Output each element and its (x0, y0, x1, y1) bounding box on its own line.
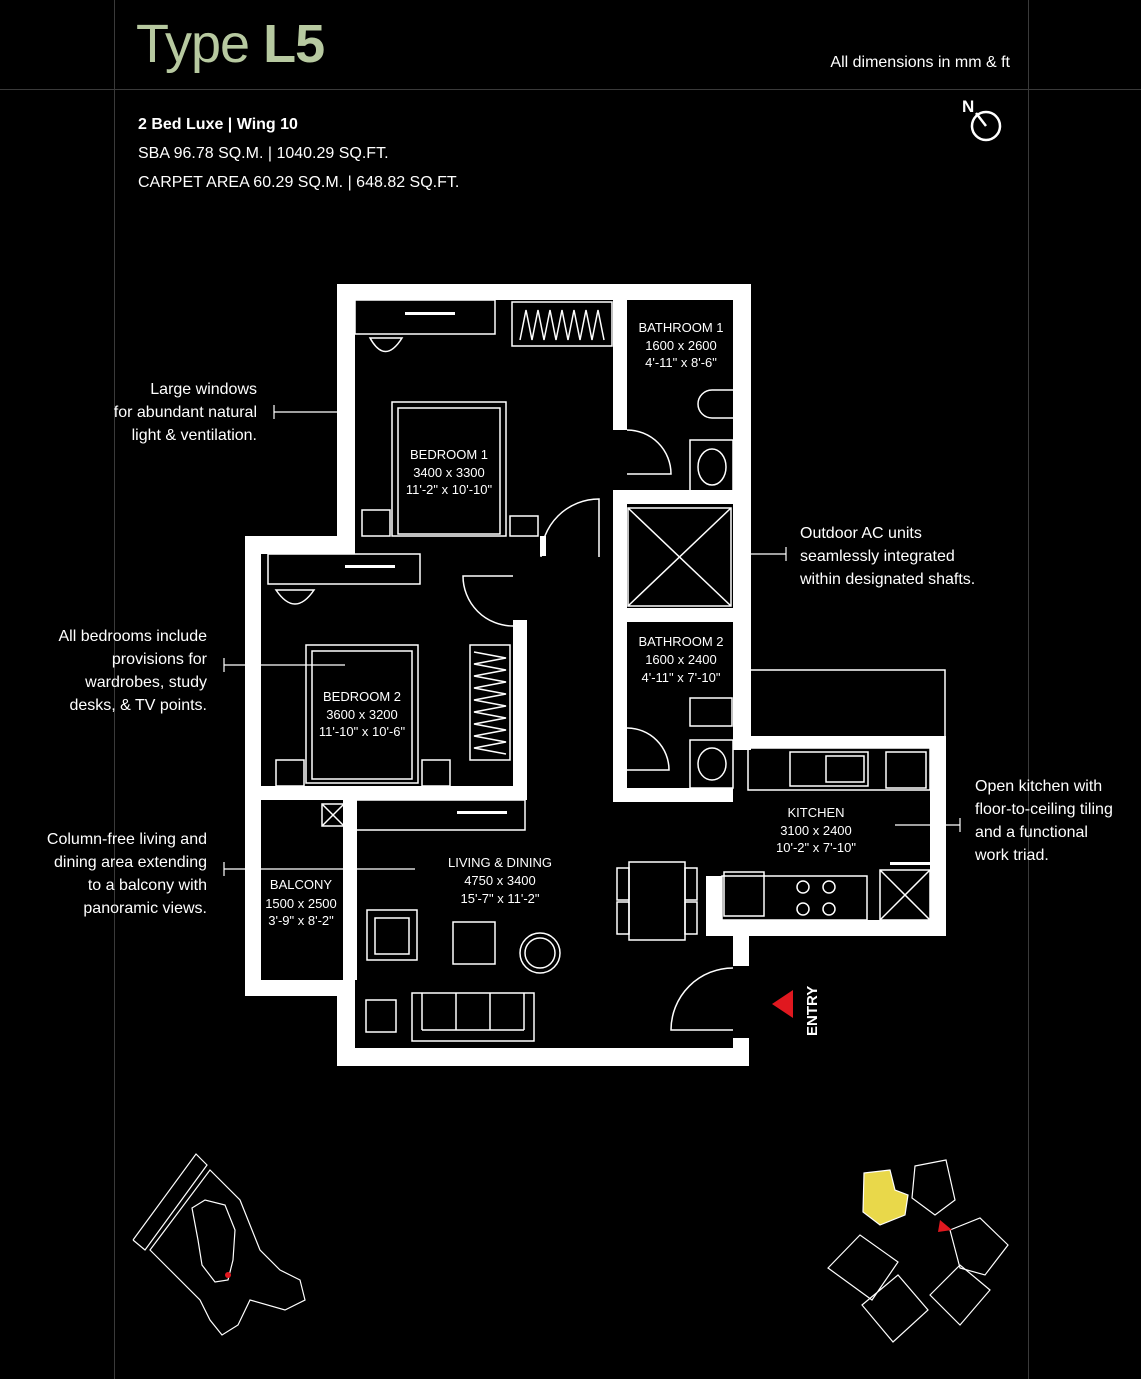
guide-line-left (114, 0, 115, 1379)
entry-arrow-icon (772, 990, 793, 1018)
kitchen-mm: 3100 x 2400 (780, 823, 852, 838)
living-name: LIVING & DINING (448, 855, 552, 870)
bathroom1-fixtures (626, 389, 735, 493)
dimensions-note: All dimensions in mm & ft (830, 54, 1010, 71)
header-divider (0, 89, 1141, 90)
unit-config: 2 Bed Luxe | Wing 10 (138, 116, 298, 133)
svg-text:N: N (962, 97, 974, 116)
wall-ticks (345, 312, 930, 865)
bedroom2-name: BEDROOM 2 (323, 689, 401, 704)
site-plan-icon (132, 1153, 306, 1336)
key-plan-icon (827, 1159, 1009, 1343)
entry-label: ENTRY (804, 986, 821, 1036)
page-title: Type L5 (136, 14, 325, 74)
living-mm: 4750 x 3400 (464, 873, 536, 888)
bedroom1-furniture (354, 299, 613, 558)
kitchen-fixtures (721, 747, 931, 921)
bedroom1-ft: 11'-2" x 10'-10" (406, 482, 493, 497)
bathroom2-ft: 4'-11" x 7'-10" (642, 670, 721, 685)
unit-info: 2 Bed Luxe | Wing 10 SBA 96.78 SQ.M. | 1… (138, 110, 459, 197)
leader-lines (223, 405, 961, 876)
balcony-mm: 1500 x 2500 (265, 896, 337, 911)
guide-line-right (1028, 0, 1029, 1379)
balcony-ft: 3'-9" x 8'-2" (268, 913, 334, 928)
living-ft: 15'-7" x 11'-2" (461, 891, 540, 906)
bathroom2-name: BATHROOM 2 (639, 634, 724, 649)
bathroom2-fixtures (626, 697, 734, 789)
bedroom2-furniture (267, 553, 514, 787)
bedroom1-name: BEDROOM 1 (410, 447, 488, 462)
unit-carpet-area: CARPET AREA 60.29 SQ.M. | 648.82 SQ.FT. (138, 174, 460, 191)
walls (245, 284, 946, 1066)
kitchen-name: KITCHEN (787, 805, 844, 820)
balcony-name: BALCONY (270, 877, 332, 892)
bathroom1-mm: 1600 x 2600 (645, 338, 717, 353)
entry-marker: ENTRY (772, 986, 821, 1036)
bathroom1-name: BATHROOM 1 (639, 320, 724, 335)
outdoor-outline (627, 507, 946, 736)
bathroom1-ft: 4'-11" x 8'-6" (645, 355, 717, 370)
bedroom1-mm: 3400 x 3300 (413, 465, 485, 480)
north-compass-icon: N (962, 97, 1002, 142)
kitchen-ft: 10'-2" x 7'-10" (776, 840, 856, 855)
bedroom2-mm: 3600 x 3200 (326, 707, 398, 722)
bedroom2-ft: 11'-10" x 10'-6" (319, 724, 406, 739)
living-furniture (321, 799, 734, 1042)
room-labels: BATHROOM 1 1600 x 2600 4'-11" x 8'-6" BE… (265, 320, 856, 928)
unit-highlight (862, 1169, 909, 1226)
unit-sba: SBA 96.78 SQ.M. | 1040.29 SQ.FT. (138, 145, 389, 162)
windows (248, 349, 748, 981)
bathroom2-mm: 1600 x 2400 (645, 652, 717, 667)
